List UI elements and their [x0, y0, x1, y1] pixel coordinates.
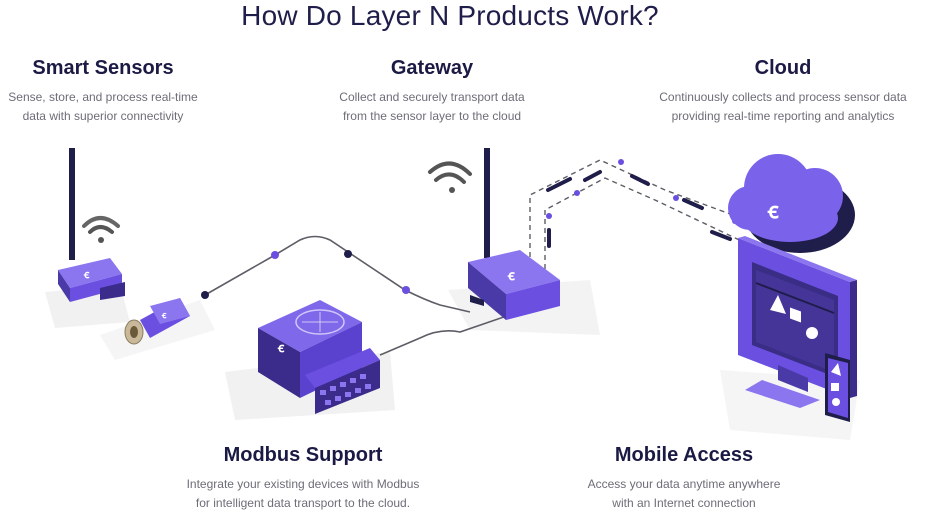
cable-node: [344, 250, 352, 258]
mobile-phone: [825, 353, 850, 422]
cloud-icon: ꞓ: [728, 154, 855, 253]
square-icon: [790, 307, 801, 323]
wifi-icon: [428, 161, 472, 193]
circle-icon: [806, 327, 818, 339]
mobile-description: Access your data anytime anywhere with a…: [552, 475, 816, 513]
sensor-cable: [204, 235, 471, 313]
description-line: data with superior connectivity: [22, 109, 184, 123]
layer-n-logo-icon: ꞓ: [767, 199, 779, 224]
description-line: Integrate your existing devices with Mod…: [186, 477, 420, 491]
description-line: providing real-time reporting and analyt…: [671, 109, 895, 123]
cable-node: [271, 251, 279, 259]
modbus-heading: Modbus Support: [223, 444, 383, 466]
triangle-icon: [770, 295, 786, 314]
modbus-device: ꞓ: [258, 300, 380, 414]
page-title: How Do Layer N Products Work?: [241, 0, 659, 31]
cloud-description: Continuously collects and process sensor…: [632, 88, 930, 126]
cloud-heading: Cloud: [754, 57, 812, 79]
svg-text:ꞓ: ꞓ: [161, 311, 167, 321]
modbus-description: Integrate your existing devices with Mod…: [160, 475, 446, 513]
cylinder-sensor: ꞓ: [124, 298, 190, 345]
description-line: from the sensor layer to the cloud: [342, 109, 522, 123]
layer-n-logo-icon: ꞓ: [507, 268, 515, 284]
gateway-heading: Gateway: [390, 57, 474, 79]
gateway-section: Gateway Collect and securely transport d…: [304, 57, 560, 126]
cloud-section: Cloud Continuously collects and process …: [632, 57, 930, 126]
smart-sensors-section: Smart Sensors Sense, store, and process …: [0, 57, 230, 126]
wifi-icon: [82, 216, 120, 243]
gateway-device: ꞓ: [468, 148, 560, 320]
mobile-section: Mobile Access Access your data anytime a…: [552, 444, 816, 513]
description-line: Sense, store, and process real-time: [8, 90, 198, 104]
description-line: for intelligent data transport to the cl…: [195, 496, 411, 510]
smart-sensor-box: ꞓ: [58, 148, 125, 302]
smart-sensors-heading: Smart Sensors: [32, 57, 174, 79]
modbus-cable: [379, 307, 531, 356]
smart-sensors-description: Sense, store, and process real-time data…: [0, 88, 230, 126]
modbus-section: Modbus Support Integrate your existing d…: [160, 444, 446, 513]
description-line: Access your data anytime anywhere: [587, 477, 781, 491]
layer-n-logo-icon: ꞓ: [83, 268, 90, 281]
monitor-device: [738, 236, 857, 408]
cable-node: [201, 291, 209, 299]
description-line: Collect and securely transport data: [339, 90, 525, 104]
gateway-description: Collect and securely transport data from…: [304, 88, 560, 126]
description-line: with an Internet connection: [612, 496, 756, 510]
cable-node: [402, 286, 410, 294]
description-line: Continuously collects and process sensor…: [659, 90, 907, 104]
data-path-upper: [529, 159, 761, 278]
layer-n-logo-icon: ꞓ: [277, 341, 285, 356]
mobile-heading: Mobile Access: [614, 444, 754, 466]
